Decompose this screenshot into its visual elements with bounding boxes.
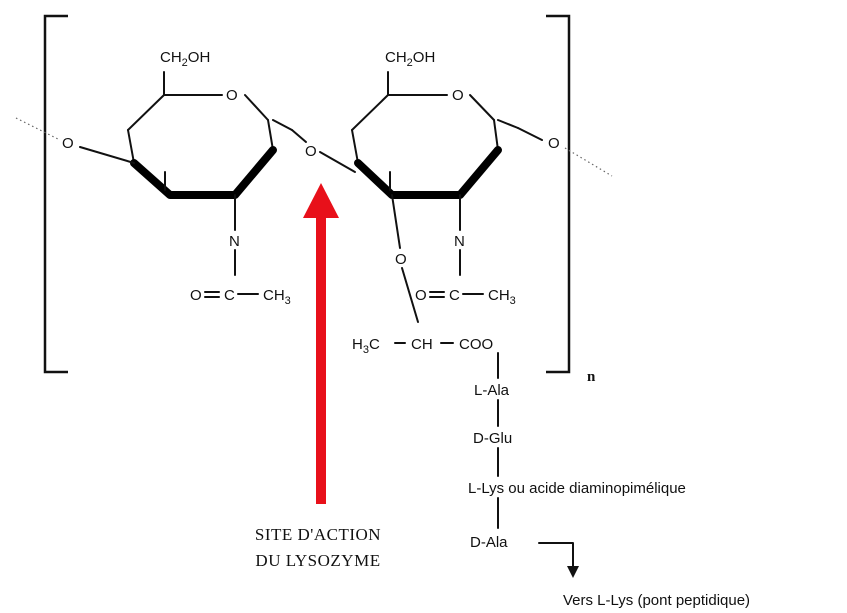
ring-oxygen-ring1: O [226, 87, 238, 104]
methyl-label-ring2: CH3 [488, 287, 516, 307]
nitrogen-label-ring1: N [229, 233, 240, 250]
sugar-ring-nam [319, 71, 543, 323]
acetyl-carbon-ring1: C [224, 287, 235, 304]
carbonyl-oxygen-ring1: O [190, 287, 202, 304]
chain-continuation-left [15, 117, 59, 140]
repeat-bracket-left [43, 14, 68, 374]
repeat-index-label: n [587, 369, 596, 385]
peptide-bridge-arrow [538, 542, 579, 578]
sugar-ring-nag [79, 71, 307, 298]
carbonyl-oxygen-ring2: O [415, 287, 427, 304]
lysozyme-site-arrow [303, 183, 339, 504]
peptide-residue-d-glu: D-Glu [473, 430, 512, 447]
ch2oh-label-ring2: CH2OH [385, 49, 435, 69]
peptide-bridge-label: Vers L-Lys (pont peptidique) [563, 592, 750, 609]
lactyl-ch-label: CH [411, 336, 433, 353]
repeat-bracket-right [546, 14, 571, 374]
linkage-oxygen-left: O [62, 135, 74, 152]
acetyl-carbon-ring2: C [449, 287, 460, 304]
peptide-residue-d-ala: D-Ala [470, 534, 508, 551]
peptide-residue-l-ala: L-Ala [474, 382, 510, 399]
glycosidic-oxygen: O [305, 143, 317, 160]
methyl-label-ring1: CH3 [263, 287, 291, 307]
lactyl-coo-label: COO [459, 336, 493, 353]
lactyl-methyl-label: H3C [352, 336, 380, 356]
ch2oh-label-ring1: CH2OH [160, 49, 210, 69]
chain-continuation-right [564, 147, 613, 177]
lysozyme-site-label-line2: DU LYSOZYME [255, 551, 380, 570]
peptide-residue-l-lys: L-Lys ou acide diaminopimélique [468, 480, 686, 497]
linkage-oxygen-right: O [548, 135, 560, 152]
nitrogen-label-ring2: N [454, 233, 465, 250]
ring-oxygen-ring2: O [452, 87, 464, 104]
ether-oxygen-ring2: O [395, 251, 407, 268]
lysozyme-site-label-line1: SITE D'ACTION [255, 525, 381, 544]
